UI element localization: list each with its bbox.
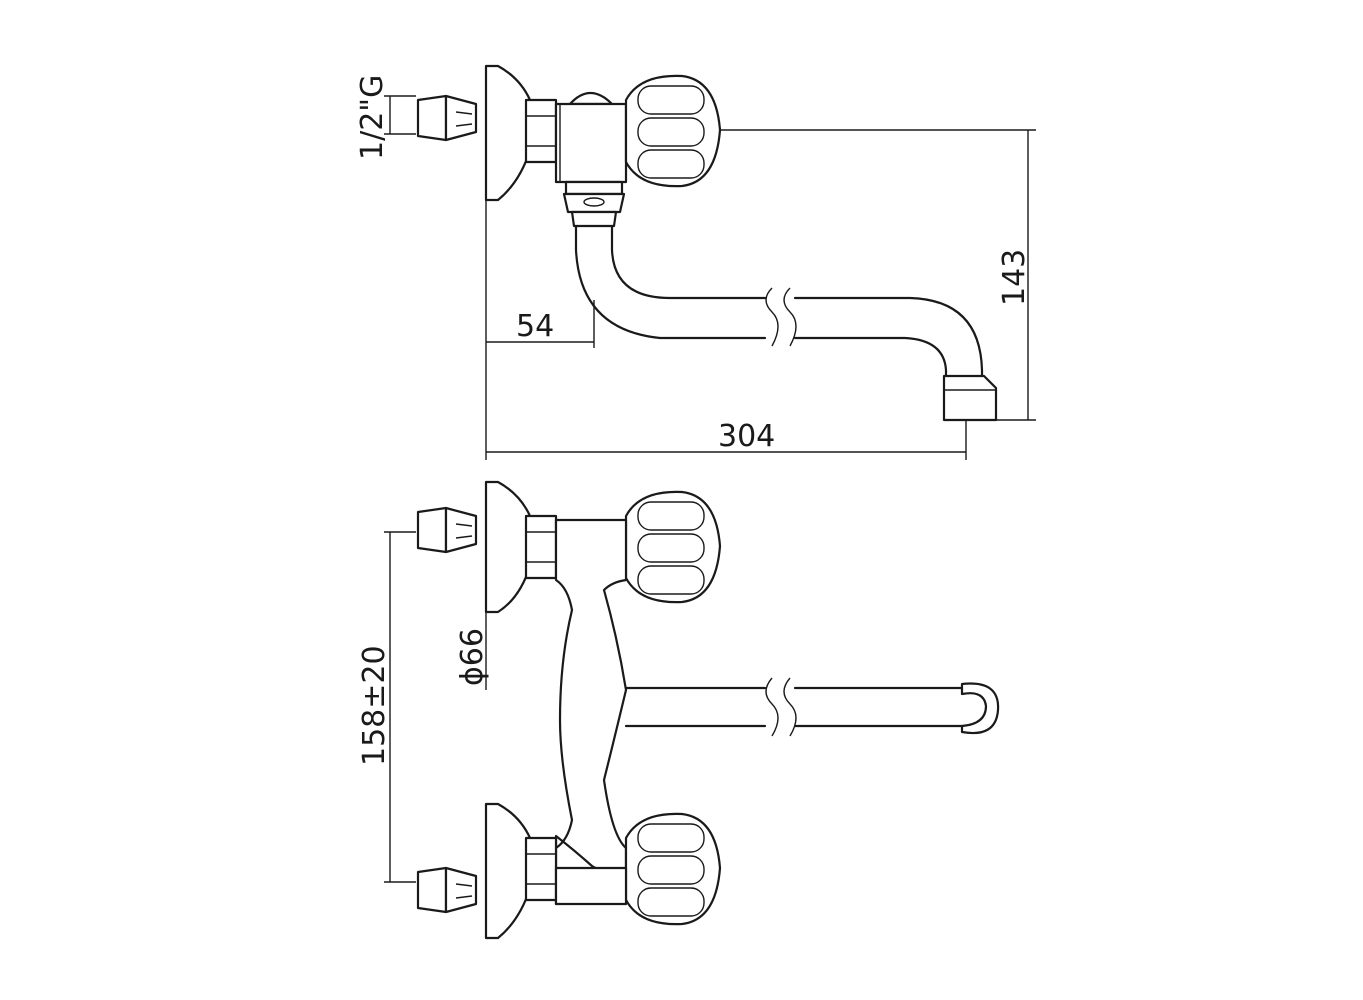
lower-handle-knob: [624, 812, 722, 926]
upper-handle-knob: [624, 490, 722, 604]
label-center-distance: 158±20: [357, 645, 392, 766]
mixer-body: [554, 518, 628, 906]
dim-center-distance: 158±20: [357, 531, 416, 883]
inlet-connector: [416, 94, 478, 142]
dim-depth: 54: [485, 200, 595, 460]
upper-wall-flange: [484, 480, 532, 614]
dim-thread: 1/2"G: [355, 75, 416, 160]
side-view: [416, 64, 998, 422]
spout-top-view: [624, 677, 1000, 737]
valve-body: [554, 91, 628, 184]
dim-height: 143: [720, 129, 1036, 421]
lower-hex-nut: [524, 836, 558, 902]
handle-knob: [624, 74, 722, 188]
label-height: 143: [997, 249, 1032, 306]
front-view: [416, 480, 1000, 940]
upper-hex-nut: [524, 514, 558, 580]
label-length: 304: [718, 419, 775, 454]
spout-pipe: [574, 224, 998, 422]
hex-nut: [524, 98, 558, 164]
upper-inlet-connector: [416, 506, 478, 554]
dim-length: 304: [486, 419, 967, 460]
lower-wall-flange: [484, 802, 532, 940]
dim-flange-diameter: ϕ66: [455, 612, 490, 690]
label-depth: 54: [516, 309, 554, 344]
label-thread: 1/2"G: [355, 75, 390, 160]
wall-flange: [484, 64, 532, 202]
label-flange-diameter: ϕ66: [455, 628, 490, 686]
swivel-collar: [562, 180, 626, 228]
lower-inlet-connector: [416, 866, 478, 914]
